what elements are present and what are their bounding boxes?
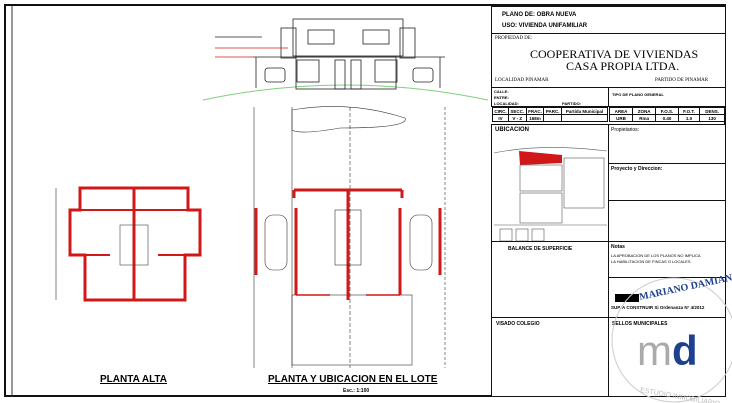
catastro-header: Partida Municipal: [560, 107, 609, 115]
sup-box: SUP. A CONSTRUIR Si Ordenanza N° 4/2012: [608, 277, 726, 318]
sellos-label: SELLOS MUNICIPALES: [612, 321, 668, 327]
catastro-header: FRAC.: [525, 107, 545, 115]
entre: ENTRE:: [494, 95, 509, 100]
catastro-header: PARC.: [543, 107, 562, 115]
zoning-header: F.O.T.: [677, 107, 701, 115]
catastro-value: IV: [492, 114, 509, 122]
proyecto-box: Proyecto y Direccion:: [608, 163, 726, 201]
notas-line1: LA APROBACION DE LOS PLANOS NO IMPLICA: [611, 253, 701, 258]
plano-de: PLANO DE: OBRA NUEVA: [502, 12, 577, 18]
zoning-value: URB: [608, 114, 634, 122]
upper-floor-plan: [55, 186, 202, 302]
zoning-header: ZONA: [632, 107, 657, 115]
propietarios-label: Propietarios:: [611, 127, 640, 133]
front-elevation: [202, 18, 489, 101]
propietarios-box: Propietarios:: [608, 124, 726, 164]
catastro-value: [560, 114, 609, 122]
ubicacion-box: UBICACION: [491, 124, 609, 242]
zoning-value: 130: [699, 114, 725, 122]
localidad: LOCALIDAD PINAMAR: [495, 78, 549, 83]
partido-label: PARTIDO:: [562, 101, 582, 106]
zoning-value: 1.0: [677, 114, 701, 122]
notas-box: Notas LA APROBACION DE LOS PLANOS NO IMP…: [608, 241, 726, 278]
catastro-header: CIRC.: [492, 107, 509, 115]
planta-alta-title: PLANTA ALTA: [100, 374, 168, 385]
notas-label: Notas: [611, 244, 625, 250]
zoning-header: DENS.: [699, 107, 725, 115]
address-box: CALLE: ENTRE: LOCALIDAD: PARTIDO:: [491, 87, 609, 107]
zoning-value: Rma: [632, 114, 657, 122]
location-map: [493, 147, 607, 242]
calle: CALLE:: [494, 89, 509, 94]
ubicacion-label: UBICACION: [495, 127, 529, 133]
planta-lote-title: PLANTA Y UBICACION EN EL LOTE: [268, 374, 438, 385]
catastro-table: CIRC.SECC.FRAC.PARC.Partida Municipal IV…: [492, 107, 609, 122]
zoning-value: 0.40: [655, 114, 679, 122]
zoning-header: AREA: [608, 107, 634, 115]
balance-label: BALANCE DE SUPERFICIE: [508, 246, 573, 252]
proyecto-label: Proyecto y Direccion:: [611, 166, 663, 172]
catastro-value: [543, 114, 562, 122]
propiedad-label: PROPIEDAD DE:: [495, 36, 533, 41]
partido: PARTIDO DE PINAMAR: [655, 78, 709, 83]
visado-box: VISADO COLEGIO: [491, 317, 609, 397]
site-plan: [253, 106, 446, 368]
zoning-header: F.O.S.: [655, 107, 679, 115]
empty-box: [608, 200, 726, 242]
owner-line2: CASA PROPIA LTDA.: [566, 59, 680, 73]
owner-box: PROPIEDAD DE: COOPERATIVA DE VIVIENDAS C…: [491, 33, 726, 88]
sellos-box: SELLOS MUNICIPALES: [608, 317, 726, 397]
sup-line: SUP. A CONSTRUIR Si Ordenanza N° 4/2012: [611, 305, 705, 310]
visado-label: VISADO COLEGIO: [496, 321, 540, 327]
tipo-plano-box: TIPO DE PLANO GENERAL: [608, 87, 726, 107]
plano-header: PLANO DE: OBRA NUEVA USO: VIVIENDA UNIFA…: [491, 6, 726, 34]
catastro-value: V - Z: [507, 114, 527, 122]
balance-box: BALANCE DE SUPERFICIE: [491, 241, 609, 318]
owner-line1: COOPERATIVA DE VIVIENDAS: [530, 47, 699, 61]
uso: USO: VIVIENDA UNIFAMILIAR: [502, 23, 588, 29]
localidad-label: LOCALIDAD:: [494, 101, 519, 106]
scale-label: Esc.: 1:100: [343, 388, 370, 394]
catastro-header: SECC.: [507, 107, 527, 115]
redaction-bar: [615, 294, 639, 302]
notas-line2: LA HABILITACION DE FINCAS O LOCALES: [611, 259, 691, 264]
tipo-plano: TIPO DE PLANO GENERAL: [612, 92, 664, 97]
catastro-value: 168m: [525, 114, 545, 122]
